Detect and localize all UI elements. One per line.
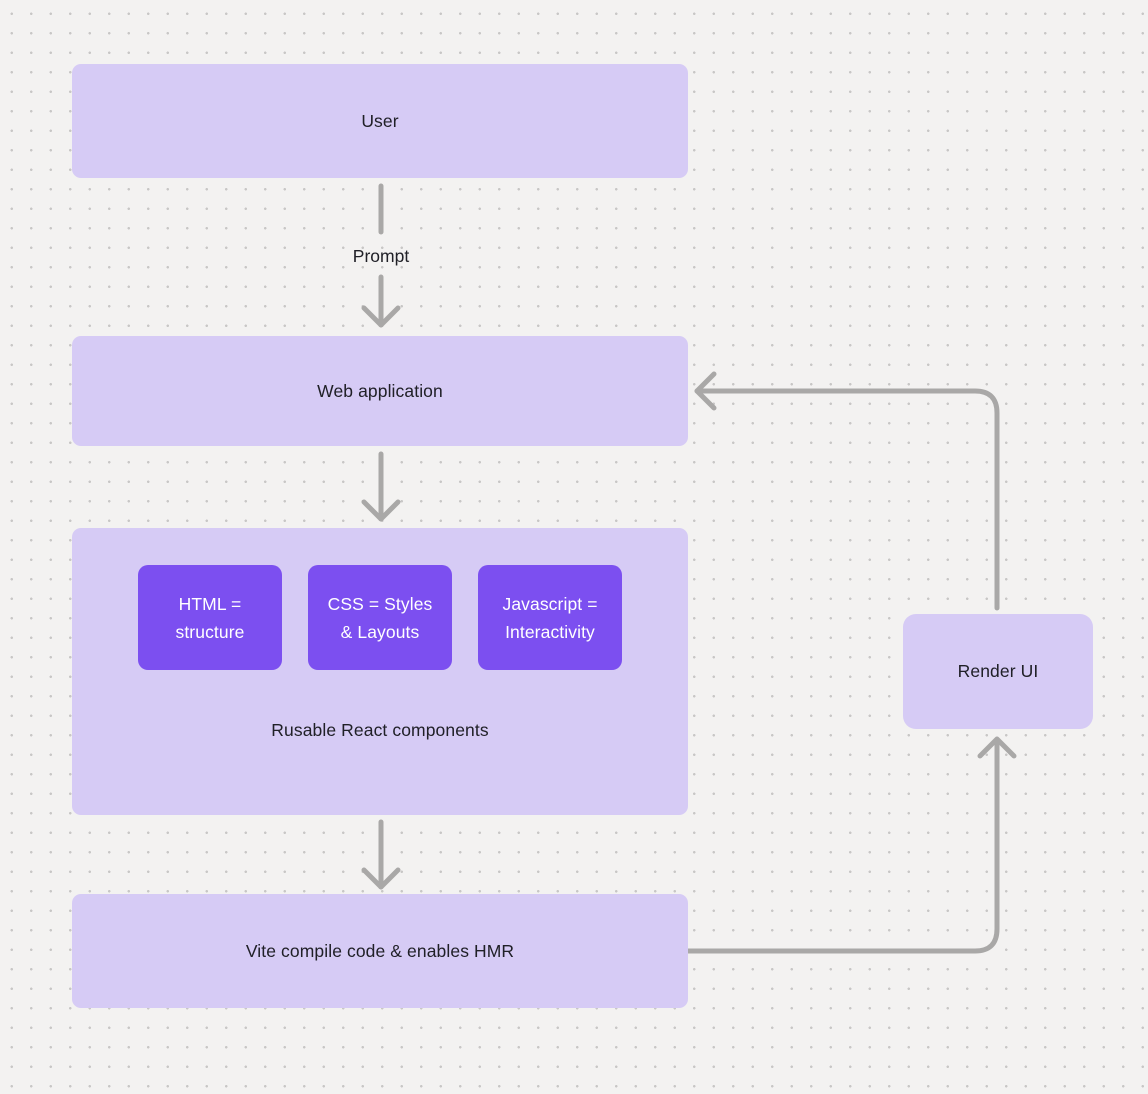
user-node-label: User <box>361 110 399 131</box>
web-application-node-label: Web application <box>317 380 443 401</box>
javascript-node[interactable]: Javascript = Interactivity <box>478 565 622 670</box>
vite-node-label: Vite compile code & enables HMR <box>245 940 515 961</box>
css-node[interactable]: CSS = Styles & Layouts <box>308 565 452 670</box>
html-node-line-2: structure <box>175 621 245 642</box>
render-ui-node-label: Render UI <box>957 661 1039 681</box>
javascript-node-line-2: Interactivity <box>505 621 595 642</box>
html-node[interactable]: HTML = structure <box>138 565 282 670</box>
css-node-line-2: & Layouts <box>340 621 420 642</box>
user-node[interactable]: User <box>72 64 688 178</box>
web-application-node[interactable]: Web application <box>72 336 688 446</box>
vite-node[interactable]: Vite compile code & enables HMR <box>72 894 688 1008</box>
edge-vite-to-renderui[interactable] <box>685 737 1000 954</box>
arrowhead-up-icon <box>977 736 1017 759</box>
javascript-node-line-1: Javascript = <box>502 593 598 614</box>
prompt-edge-label: Prompt <box>352 246 410 266</box>
components-group-node[interactable]: HTML = structure CSS = Styles & Layouts … <box>72 528 688 815</box>
html-node-line-1: HTML = <box>178 593 242 614</box>
arrowhead-left-icon <box>694 371 717 411</box>
edge-renderui-to-webapp[interactable] <box>694 388 1000 611</box>
arrowhead-down-icon <box>361 867 401 890</box>
css-node-line-1: CSS = Styles <box>327 593 433 614</box>
components-group-caption: Rusable React components <box>271 720 489 740</box>
arrowhead-down-icon <box>361 499 401 522</box>
arrowhead-down-icon <box>361 305 401 328</box>
render-ui-node[interactable]: Render UI <box>903 614 1093 729</box>
